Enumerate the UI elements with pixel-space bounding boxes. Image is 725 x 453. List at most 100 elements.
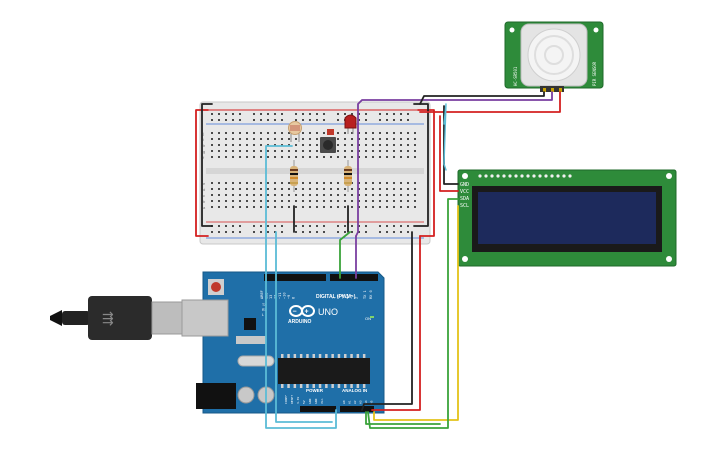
lcd-pad [502,174,506,178]
breadboard-hole [309,188,311,190]
wire-gnd-arduino[interactable] [361,231,413,411]
wire-ldr-cyan-2[interactable] [275,231,333,423]
breadboard-hole [414,188,416,190]
pir-sensor[interactable]: HC-SR501 PIR SENSOR [504,21,604,92]
chip-pin [299,384,303,388]
breadboard-hole [239,206,241,208]
breadboard-hole [309,206,311,208]
breadboard-hole [218,225,220,227]
wire-pir-purple[interactable] [355,91,553,237]
breadboard-hole [281,188,283,190]
breadboard-hole [232,225,234,227]
wire-pir-black[interactable] [419,91,545,105]
red-led[interactable] [344,114,357,134]
power-jack[interactable] [196,383,236,409]
breadboard-hole [211,188,213,190]
breadboard-hole [295,200,297,202]
resistor-1[interactable] [290,160,298,192]
lcd-screen [478,192,656,244]
analog-pin-a4: A4 [364,400,368,404]
button-cap [323,140,333,150]
push-button[interactable] [320,137,336,153]
chip-pin [356,354,360,358]
wire-ldr-cyan[interactable] [265,145,337,429]
breadboard-hole [239,194,241,196]
breadboard-hole [379,144,381,146]
breadboard-hole [351,231,353,233]
breadboard-hole [344,156,346,158]
wire-sda-green[interactable] [367,198,459,429]
breadboard-hole [344,194,346,196]
lcd-module[interactable]: GND VCC SDA SCL [457,169,677,267]
breadboard-hole [407,144,409,146]
arduino-uno[interactable]: ⇶ 13 12 ~11 ~10 ~9 8 7 ~6 ~ [50,271,385,414]
resistor-2[interactable] [344,160,352,192]
arduino-brand: ARDUINO [288,319,311,325]
digital-pin-5: ~5 [341,295,345,299]
breadboard-hole [281,144,283,146]
lcd-mount-hole-br [666,256,672,262]
breadboard-hole [281,182,283,184]
atmega-pins [281,354,366,388]
wire-green-digital[interactable] [339,231,351,279]
breadboard-hole [309,200,311,202]
breadboard-hole [337,200,339,202]
pir-pin-1[interactable] [543,88,546,92]
breadboard-hole [407,119,409,121]
on-led-label: ON [365,316,371,321]
breadboard-hole [260,194,262,196]
pir-pin-2[interactable] [551,88,554,92]
breadboard-hole [274,156,276,158]
breadboard-hole [323,156,325,158]
wire-scl-yellow[interactable] [373,205,459,421]
breadboard-hole [232,119,234,121]
power-pin-gnd1: GND [308,398,312,404]
reset-button[interactable] [211,282,221,292]
breadboard-hole [393,225,395,227]
pir-dome-ring [534,35,574,75]
wire-green-analog[interactable] [365,411,441,425]
breadboard-hole [302,182,304,184]
breadboard-hole [288,200,290,202]
breadboard-hole [302,200,304,202]
breadboard-hole [309,144,311,146]
breadboard-hole [253,182,255,184]
pir-pin-3[interactable] [559,88,562,92]
resistor-1-band-2 [290,173,298,175]
analog-pin-a2: A2 [353,400,357,404]
ldr-track [290,125,300,131]
breadboard-hole [316,182,318,184]
wire-bb-left-black[interactable] [201,103,213,227]
lcd-pin-gnd-label: GND [460,182,469,188]
breadboard-hole [358,113,360,115]
power-pin-reset: RESET [290,395,294,404]
wire-bb-right-red[interactable] [417,109,435,237]
wire-lcd-vcc[interactable] [439,115,459,192]
breadboard-hole [274,119,276,121]
l-led-label: L [262,313,264,317]
breadboard-hole [337,225,339,227]
breadboard-hole [267,194,269,196]
power-pin-5v: 5V [302,400,306,404]
breadboard-hole [316,150,318,152]
breadboard-hole [246,144,248,146]
wire-lcd-gnd[interactable] [443,105,459,185]
wire-pir-red[interactable] [419,91,561,113]
chip-pin [350,384,353,388]
breadboard-hole [309,119,311,121]
breadboard-hole [218,132,220,134]
breadboard-hole [344,206,346,208]
usb-cable[interactable]: ⇶ [50,296,229,340]
breadboard-hole [379,119,381,121]
lcd-mount-hole-tr [666,173,672,179]
lcd-pad [508,174,512,178]
breadboard-hole [386,182,388,184]
wire-5v-arduino[interactable] [371,235,421,411]
lcd-pin-vcc-label: VCC [460,189,469,195]
breadboard-hole [218,150,220,152]
digital-pin-11: ~11 [278,293,282,300]
breadboard-hole [337,206,339,208]
breadboard-hole [260,206,262,208]
photoresistor[interactable] [288,121,302,143]
wire-led-blue[interactable] [443,103,447,171]
